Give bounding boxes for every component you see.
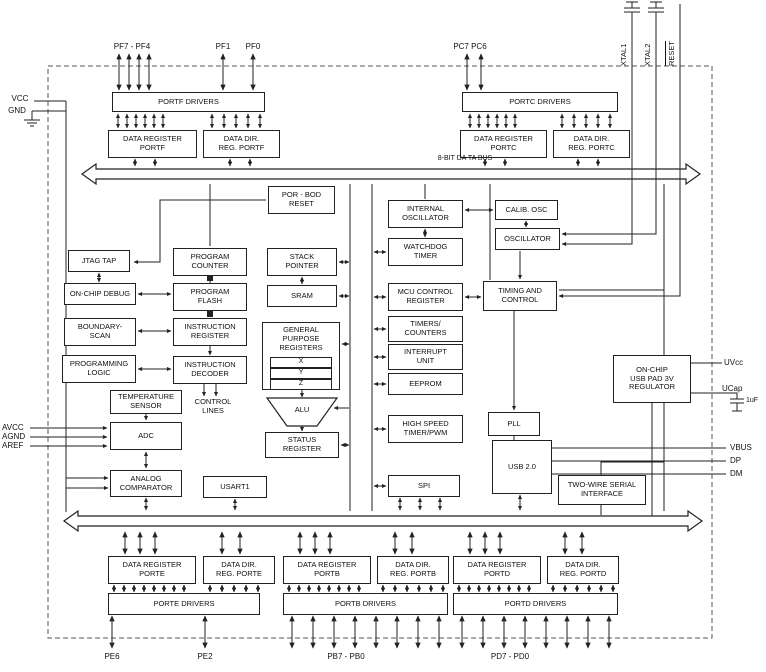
block-register-x: X — [270, 357, 332, 368]
chip-boundary — [47, 65, 713, 639]
pin-label-pf7-pf4: PF7 - PF4 — [113, 42, 151, 51]
pin-label-dp: DP — [730, 456, 742, 465]
block-program-flash: PROGRAM FLASH — [173, 283, 247, 311]
block-data-dir-reg-portc: DATA DIR. REG. PORTC — [553, 130, 630, 158]
pin-label-ucap: UCap — [722, 384, 743, 393]
pin-label-vbus: VBUS — [730, 443, 752, 452]
bus-to-port-registers — [122, 531, 585, 555]
block-jtag-tap: JTAG TAP — [68, 250, 130, 272]
block-register-y: Y — [270, 368, 332, 379]
pin-label-pe6: PE6 — [104, 652, 120, 661]
regulator-wires — [651, 362, 744, 516]
pin-label-reset: RESET — [667, 40, 676, 66]
block-usb-pad-regulator: ON-CHIP USB PAD 3V REGULATOR — [613, 355, 691, 403]
pin-label-vcc: VCC — [11, 94, 29, 103]
block-instruction-decoder: INSTRUCTION DECODER — [173, 356, 247, 384]
block-sram: SRAM — [267, 285, 337, 307]
block-calib-osc: CALIB. OSC — [495, 200, 558, 220]
block-por-bod-reset: POR - BOD RESET — [268, 186, 335, 214]
reset-line — [558, 4, 681, 299]
pin-label-pf0: PF0 — [245, 42, 261, 51]
drivers-to-bottom-pins — [109, 615, 612, 649]
block-adc: ADC — [110, 422, 182, 450]
label-control-lines: CONTROL LINES — [194, 397, 232, 415]
block-portc-drivers: PORTC DRIVERS — [462, 92, 618, 112]
block-programming-logic: PROGRAMMING LOGIC — [62, 355, 136, 383]
portc-register-arrows — [467, 113, 613, 167]
block-high-speed-timer-pwm: HIGH SPEED TIMER/PWM — [388, 415, 463, 443]
block-data-register-porte: DATA REGISTER PORTE — [108, 556, 196, 584]
block-pll: PLL — [488, 412, 540, 436]
block-data-dir-reg-portb: DATA DIR. REG. PORTB — [377, 556, 449, 584]
label-alu: ALU — [294, 405, 310, 414]
block-temperature-sensor: TEMPERATURE SENSOR — [110, 390, 182, 414]
block-two-wire-serial-interface: TWO-WIRE SERIAL INTERFACE — [558, 475, 646, 505]
power-rails — [24, 100, 109, 512]
block-watchdog-timer: WATCHDOG TIMER — [388, 238, 463, 266]
data-bus-bottom — [62, 509, 704, 533]
oscillator-timing-wires — [422, 184, 664, 511]
block-data-dir-reg-portd: DATA DIR. REG. PORTD — [547, 556, 619, 584]
block-portd-drivers: PORTD DRIVERS — [453, 593, 618, 615]
pin-label-pf1: PF1 — [215, 42, 231, 51]
block-portb-drivers: PORTB DRIVERS — [283, 593, 448, 615]
block-data-register-portb: DATA REGISTER PORTB — [283, 556, 371, 584]
block-porte-drivers: PORTE DRIVERS — [108, 593, 260, 615]
registers-to-drivers — [111, 584, 616, 593]
block-data-register-portf: DATA REGISTER PORTF — [108, 130, 197, 158]
block-program-counter: PROGRAM COUNTER — [173, 248, 247, 276]
block-instruction-register: INSTRUCTION REGISTER — [173, 318, 247, 346]
pin-label-uvcc: UVcc — [724, 358, 744, 367]
jtag-debug-wires — [96, 199, 266, 372]
pin-label-gnd: GND — [8, 106, 26, 115]
data-bus-top — [80, 162, 702, 186]
block-interrupt-unit: INTERRUPT UNIT — [388, 344, 463, 370]
block-usart1: USART1 — [203, 476, 267, 498]
pin-label-dm: DM — [730, 469, 743, 478]
label-cap-value: 1uF — [746, 397, 759, 404]
pin-label-xtal1: XTAL1 — [619, 43, 628, 66]
block-data-dir-reg-porte: DATA DIR. REG. PORTE — [203, 556, 275, 584]
block-data-register-portc: DATA REGISTER PORTC — [460, 130, 547, 158]
pin-label-pe2: PE2 — [197, 652, 213, 661]
portf-register-arrows — [115, 113, 263, 167]
bus-channels — [349, 184, 665, 511]
block-data-register-portd: DATA REGISTER PORTD — [453, 556, 541, 584]
block-eeprom: EEPROM — [388, 373, 463, 395]
block-status-register: STATUS REGISTER — [265, 432, 339, 458]
pin-label-avcc: AVCC — [2, 423, 24, 432]
usb-wires — [552, 447, 726, 515]
pin-label-pb7-pb0: PB7 - PB0 — [327, 652, 365, 661]
block-analog-comparator: ANALOG COMPARATOR — [110, 470, 182, 497]
pin-label-aref: AREF — [2, 441, 24, 450]
block-data-dir-reg-portf: DATA DIR. REG. PORTF — [203, 130, 280, 158]
crystal-circuit — [561, 1, 664, 247]
block-on-chip-debug: ON-CHIP DEBUG — [64, 283, 136, 305]
pin-label-pd7-pd0: PD7 - PD0 — [490, 652, 530, 661]
cpu-core-wires — [201, 184, 350, 448]
peripheral-bus-connectors — [373, 249, 387, 489]
block-internal-oscillator: INTERNAL OSCILLATOR — [388, 200, 463, 228]
block-usb-2-0: USB 2.0 — [492, 440, 552, 494]
analog-wires — [143, 414, 443, 511]
top-pin-arrows — [116, 53, 484, 91]
data-bus-label: 8-BIT DA TA BUS — [437, 155, 493, 162]
block-boundary-scan: BOUNDARY- SCAN — [64, 318, 136, 346]
block-mcu-control-register: MCU CONTROL REGISTER — [388, 283, 463, 311]
pin-label-pc7-pc6: PC7 PC6 — [453, 42, 487, 51]
block-oscillator: OSCILLATOR — [495, 228, 560, 250]
block-spi: SPI — [388, 475, 460, 497]
block-timers-counters: TIMERS/ COUNTERS — [388, 316, 463, 342]
pin-label-xtal2: XTAL2 — [643, 43, 652, 66]
block-register-z: Z — [270, 379, 332, 390]
block-portf-drivers: PORTF DRIVERS — [112, 92, 265, 112]
block-timing-and-control: TIMING AND CONTROL — [483, 281, 557, 311]
alu-shape — [265, 397, 339, 427]
pin-label-agnd: AGND — [2, 432, 26, 441]
block-stack-pointer: STACK POINTER — [267, 248, 337, 276]
